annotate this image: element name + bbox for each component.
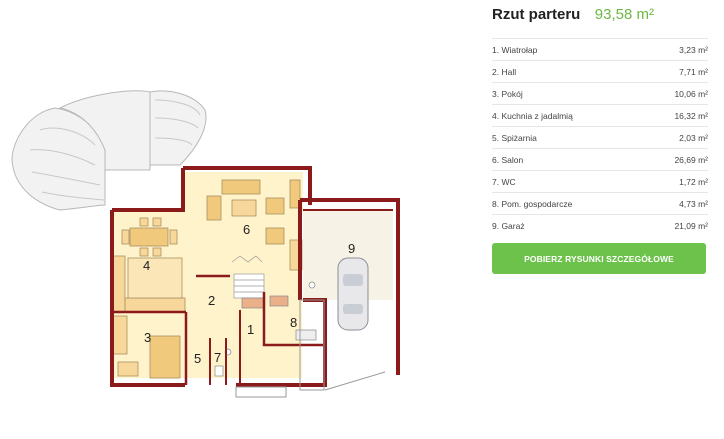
floor-title: Rzut parteru xyxy=(492,6,581,23)
room-row-2: 2. Hall 7,71 m² xyxy=(492,60,708,82)
room-label: 9. Garaż xyxy=(492,221,525,231)
room-number-7: 7 xyxy=(214,350,221,365)
panel-header: Rzut parteru 93,58 m² xyxy=(492,6,654,24)
room-row-5: 5. Spiżarnia 2,03 m² xyxy=(492,126,708,148)
room-row-3: 3. Pokój 10,06 m² xyxy=(492,82,708,104)
room-area: 2,03 m² xyxy=(679,133,708,143)
room-number-1: 1 xyxy=(247,322,254,337)
floor-plan-drawing: 1 2 3 4 5 6 7 8 9 xyxy=(11,90,400,398)
room-row-1: 1. Wiatrołap 3,23 m² xyxy=(492,38,708,60)
room-label: 5. Spiżarnia xyxy=(492,133,537,143)
room-area: 10,06 m² xyxy=(674,89,708,99)
room-area: 16,32 m² xyxy=(674,111,708,121)
room-label: 1. Wiatrołap xyxy=(492,45,538,55)
room-label: 4. Kuchnia z jadalmią xyxy=(492,111,573,121)
total-area: 93,58 m² xyxy=(594,6,654,23)
room-row-9: 9. Garaż 21,09 m² xyxy=(492,214,708,236)
bedroom-furniture xyxy=(112,315,181,379)
room-row-7: 7. WC 1,72 m² xyxy=(492,170,708,192)
room-row-4: 4. Kuchnia z jadalmią 16,32 m² xyxy=(492,104,708,126)
room-area: 26,69 m² xyxy=(674,155,708,165)
room-area: 7,71 m² xyxy=(679,67,708,77)
room-label: 3. Pokój xyxy=(492,89,523,99)
room-area: 3,23 m² xyxy=(679,45,708,55)
room-number-6: 6 xyxy=(243,222,250,237)
room-list: 1. Wiatrołap 3,23 m² 2. Hall 7,71 m² 3. Po… xyxy=(492,38,708,236)
car-icon xyxy=(337,257,369,331)
porch xyxy=(235,299,386,398)
stairs xyxy=(231,255,265,299)
terrace xyxy=(11,90,207,211)
download-drawings-button[interactable]: POBIERZ RYSUNKI SZCZEGÓŁOWE xyxy=(492,243,706,274)
room-area: 21,09 m² xyxy=(674,221,708,231)
room-area: 4,73 m² xyxy=(679,199,708,209)
floor-info-panel: Rzut parteru 93,58 m² 1. Wiatrołap 3,23 m… xyxy=(492,0,708,434)
room-number-9: 9 xyxy=(348,241,355,256)
room-label: 8. Pom. gospodarcze xyxy=(492,199,573,209)
room-label: 6. Salon xyxy=(492,155,524,165)
room-number-5: 5 xyxy=(194,351,201,366)
room-number-8: 8 xyxy=(290,315,297,330)
room-number-3: 3 xyxy=(144,330,151,345)
room-row-6: 6. Salon 26,69 m² xyxy=(492,148,708,170)
room-number-4: 4 xyxy=(143,258,150,273)
room-number-2: 2 xyxy=(208,293,215,308)
walls xyxy=(110,166,400,387)
floor-plan: 1 2 3 4 5 6 7 8 9 xyxy=(11,90,400,398)
room-label: 7. WC xyxy=(492,177,516,187)
room-area: 1,72 m² xyxy=(679,177,708,187)
room-label: 2. Hall xyxy=(492,67,517,77)
room-row-8: 8. Pom. gospodarcze 4,73 m² xyxy=(492,192,708,214)
kitchen-furniture xyxy=(112,217,186,313)
